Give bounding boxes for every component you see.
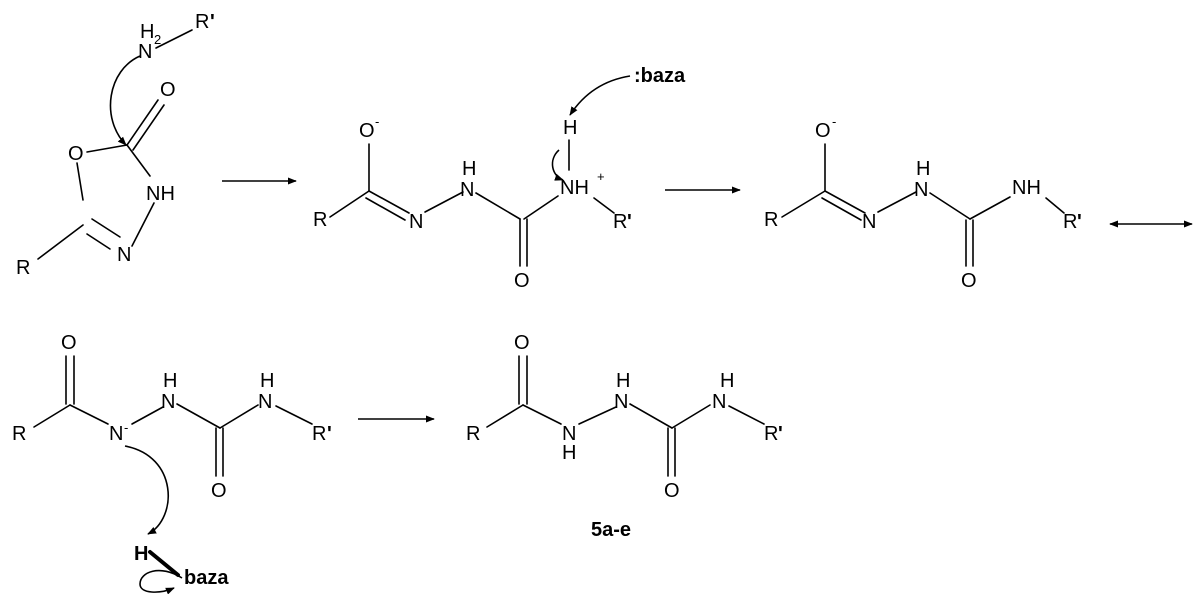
anion-amide-n: N xyxy=(258,391,272,413)
enolate-r: R xyxy=(764,209,778,231)
product-prime: ' xyxy=(778,423,783,445)
curly-arrow-bond xyxy=(551,149,564,181)
product-carbonyl-o: O xyxy=(514,332,530,354)
hydrazide-n: N xyxy=(460,179,474,201)
ring-o: O xyxy=(68,143,84,165)
amine-two: 2 xyxy=(154,32,161,47)
amine-n: N xyxy=(138,41,152,63)
product-urea-o: O xyxy=(664,480,680,502)
curly-arrow-base-bottom xyxy=(139,569,183,594)
anion-prime: ' xyxy=(327,423,332,445)
intermediate-r-prime: R xyxy=(613,211,627,233)
enolate-r-prime: R xyxy=(1063,211,1077,233)
intermediate-prime: ' xyxy=(627,211,632,233)
product-nh-h: H xyxy=(562,442,576,464)
alkoxide-minus: - xyxy=(375,114,379,129)
product-hydrazide-n: N xyxy=(614,391,628,413)
amine-r: R xyxy=(195,11,209,33)
ammonium-plus: + xyxy=(597,169,605,184)
enolate-imine-n: N xyxy=(862,211,876,233)
enolate-minus: - xyxy=(832,114,836,129)
anion-carbonyl-o: O xyxy=(61,332,77,354)
enolate-hydrazide-h: H xyxy=(916,158,930,180)
product-hydrazide-h: H xyxy=(616,370,630,392)
anion-r: R xyxy=(12,423,26,445)
reactant-oxadiazolone: H 2 N R ' O O NH N R xyxy=(16,11,215,279)
intermediate-enolate: O - R N H N O NH R ' xyxy=(764,114,1082,292)
anion-n: N xyxy=(109,423,123,445)
amine-prime: ' xyxy=(210,11,215,33)
intermediate-r: R xyxy=(313,209,327,231)
urea-o: O xyxy=(514,270,530,292)
curly-arrow-protonation xyxy=(124,445,169,535)
alkoxide-o: O xyxy=(359,120,375,142)
imine-n: N xyxy=(409,211,423,233)
product-r: R xyxy=(466,423,480,445)
base-label-top: :baza xyxy=(634,65,686,87)
ring-n: N xyxy=(117,244,131,266)
base-label-bottom: baza xyxy=(184,567,229,589)
product-amide-h: H xyxy=(720,370,734,392)
product-nh-n: N xyxy=(562,423,576,445)
ring-r: R xyxy=(16,257,30,279)
anion-urea-o: O xyxy=(211,480,227,502)
curly-arrow-attack xyxy=(109,55,141,146)
carbonyl-o: O xyxy=(160,79,176,101)
anion-r-prime: R xyxy=(312,423,326,445)
proton-base-bond xyxy=(148,550,180,577)
product-label: 5a-e xyxy=(591,519,631,541)
enolate-prime: ' xyxy=(1077,211,1082,233)
intermediate-amide-anion: O R N - H N O H N R ' H baza xyxy=(12,332,332,594)
anion-amide-h: H xyxy=(260,370,274,392)
amine-h: H xyxy=(140,21,154,43)
ring-nh: NH xyxy=(146,183,175,205)
intermediate-zwitterion: O - R N H N O H NH + R ' :baza xyxy=(313,65,686,292)
enolate-o: O xyxy=(815,120,831,142)
ammonium-nh: NH xyxy=(560,177,589,199)
product-semicarbazide: O R N H H N O H N R ' 5a-e xyxy=(466,332,783,541)
product-r-prime: R xyxy=(764,423,778,445)
ammonium-h-top: H xyxy=(563,117,577,139)
enolate-hydrazide-n: N xyxy=(914,179,928,201)
product-amide-n: N xyxy=(712,391,726,413)
proton-h: H xyxy=(134,543,148,565)
curly-arrow-base xyxy=(569,75,631,116)
anion-hydrazide-n: N xyxy=(161,391,175,413)
enolate-amide-nh: NH xyxy=(1012,177,1041,199)
anion-hydrazide-h: H xyxy=(163,370,177,392)
anion-minus: - xyxy=(124,420,128,435)
enolate-urea-o: O xyxy=(961,270,977,292)
hydrazide-h: H xyxy=(462,158,476,180)
